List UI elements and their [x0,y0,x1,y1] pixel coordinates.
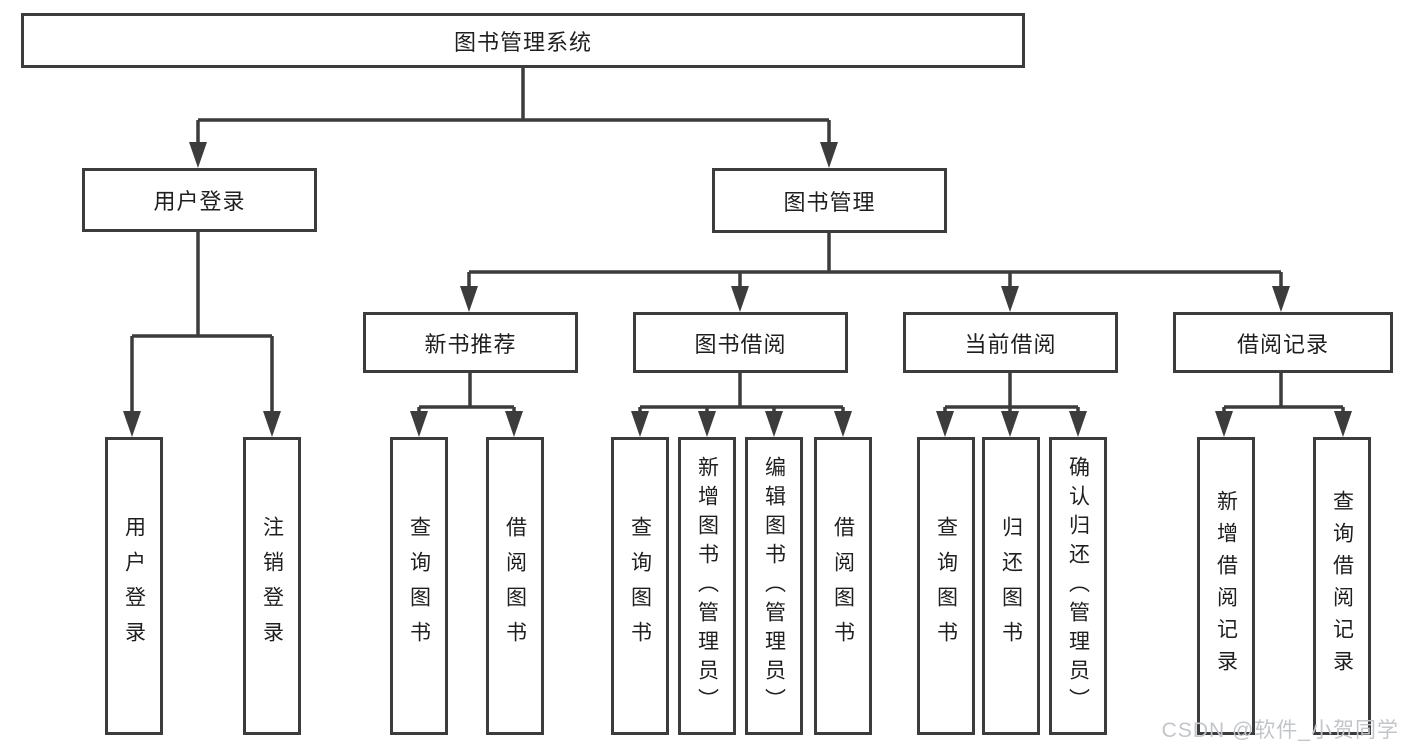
node-user-login-label: 用户登录 [153,189,246,214]
leaf-recommend-search-book-label: 查询图书 [407,516,431,656]
leaf-records-search-record: 查询借阅记录 [1313,437,1371,735]
node-borrowing-records: 借阅记录 [1173,312,1393,373]
leaf-borrowing-borrow-book: 借阅图书 [814,437,872,735]
leaf-borrowing-add-book-admin-label: 新增图书（管理员） [695,455,719,717]
arrowheads [123,142,1352,437]
node-root-label: 图书管理系统 [453,29,592,55]
leaf-user-login-label: 用户登录 [122,516,146,656]
leaf-logout: 注销登录 [243,437,301,735]
node-current-borrowing: 当前借阅 [903,312,1118,373]
leaf-current-return-book: 归还图书 [982,437,1040,735]
node-book-borrowing: 图书借阅 [633,312,848,373]
leaf-records-add-record-label: 新增借阅记录 [1214,490,1238,682]
leaf-records-add-record: 新增借阅记录 [1197,437,1255,735]
leaf-borrowing-add-book-admin: 新增图书（管理员） [678,437,736,735]
leaf-user-login: 用户登录 [105,437,163,735]
node-user-login: 用户登录 [82,168,317,232]
node-current-borrowing-label: 当前借阅 [964,331,1057,357]
node-new-book-recommend-label: 新书推荐 [424,331,517,357]
leaf-current-return-book-label: 归还图书 [999,516,1023,656]
csdn-watermark: CSDN @软件_小贺同学 [1161,719,1399,742]
leaf-recommend-search-book: 查询图书 [390,437,448,735]
node-book-management: 图书管理 [712,168,947,233]
leaf-current-confirm-return-admin-label: 确认归还（管理员） [1066,455,1090,717]
leaf-current-confirm-return-admin: 确认归还（管理员） [1049,437,1107,735]
leaf-borrowing-edit-book-admin-label: 编辑图书（管理员） [762,455,786,717]
leaf-borrowing-search-book: 查询图书 [611,437,669,735]
leaf-recommend-borrow-book: 借阅图书 [486,437,544,735]
node-new-book-recommend: 新书推荐 [363,312,578,373]
node-book-borrowing-label: 图书借阅 [694,331,787,357]
leaf-logout-label: 注销登录 [260,516,284,656]
node-root-library-management-system: 图书管理系统 [21,13,1025,68]
leaf-borrowing-edit-book-admin: 编辑图书（管理员） [745,437,803,735]
leaf-current-search-book-label: 查询图书 [934,516,958,656]
leaf-borrowing-borrow-book-label: 借阅图书 [831,516,855,656]
leaf-borrowing-search-book-label: 查询图书 [628,516,652,656]
leaf-current-search-book: 查询图书 [917,437,975,735]
leaf-recommend-borrow-book-label: 借阅图书 [503,516,527,656]
node-book-management-label: 图书管理 [783,189,876,215]
leaf-records-search-record-label: 查询借阅记录 [1330,490,1354,682]
node-borrowing-records-label: 借阅记录 [1236,331,1329,357]
